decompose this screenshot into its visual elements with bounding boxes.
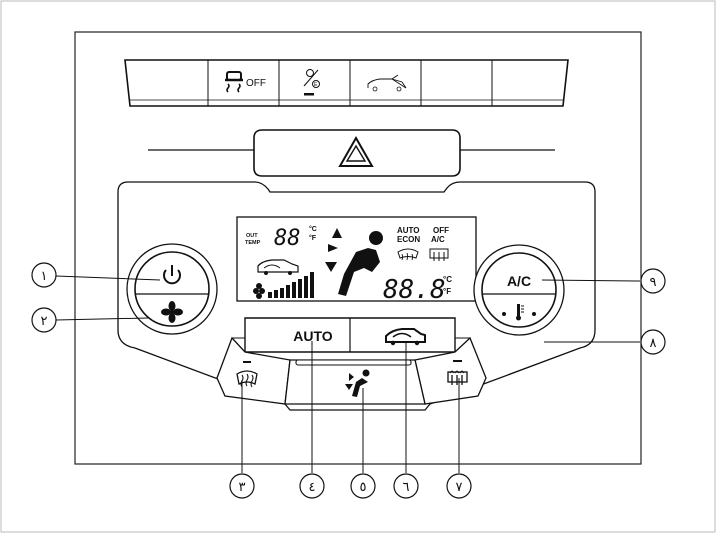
fan-icon [161, 301, 183, 323]
rear-defrost-indicator-icon [429, 248, 449, 261]
callout-9: ٩ [640, 268, 666, 294]
callout-9-number: ٩ [650, 275, 657, 290]
set-temp-digits: 88.8 [383, 275, 446, 305]
eco-mode-icon [303, 69, 320, 96]
auto-indicator: AUTO [397, 226, 420, 235]
front-defrost-indicator-icon [397, 248, 419, 261]
callout-2-number: ٢ [41, 314, 48, 329]
callout-8-number: ٨ [650, 336, 657, 351]
console-panel [74, 31, 642, 465]
trunk-open-switch[interactable] [367, 74, 407, 92]
out-label: OUT [246, 233, 258, 239]
callout-1-number: ١ [41, 269, 48, 284]
outside-celsius: °C [309, 225, 317, 233]
esc-off-switch[interactable]: OFF [225, 71, 266, 93]
recirculation-icon [385, 328, 426, 346]
callout-6: ٦ [393, 473, 419, 499]
trunk-open-icon [367, 74, 407, 89]
outside-temp-digits: 88 [274, 226, 301, 251]
fan-speed-icon [253, 283, 265, 299]
fan-level-bars [268, 272, 314, 298]
airflow-mode-button-icon [345, 369, 370, 397]
right-dial[interactable]: A/C [473, 244, 565, 336]
hazard-switch[interactable] [148, 129, 555, 177]
temp-label: TEMP [245, 240, 261, 246]
ac-off-indicator: OFF [433, 226, 449, 235]
eco-mode-switch[interactable]: E [303, 69, 320, 96]
eco-mode-label: E [314, 82, 318, 88]
callout-3: ٣ [229, 473, 255, 499]
left-dial[interactable] [126, 243, 218, 335]
recirculation-car-icon [257, 259, 299, 275]
auto-button[interactable]: AUTO [293, 328, 333, 344]
set-temp-celsius: °C [443, 275, 452, 284]
esc-off-label: OFF [246, 78, 266, 89]
top-switch-strip [124, 59, 569, 107]
fan-speed-button[interactable] [161, 301, 183, 323]
rear-defrost-icon [447, 360, 468, 385]
callout-3-number: ٣ [239, 480, 246, 495]
callout-5: ٥ [350, 473, 376, 499]
callout-1: ١ [31, 262, 57, 288]
callout-2: ٢ [31, 307, 57, 333]
thermometer-icon [502, 304, 536, 321]
lower-button-cluster [216, 317, 487, 405]
ac-indicator: A/C [431, 235, 445, 244]
airflow-mode-icon [325, 228, 383, 296]
callout-7: ٧ [446, 473, 472, 499]
callout-4-number: ٤ [309, 480, 316, 495]
callout-8: ٨ [640, 329, 666, 355]
power-button[interactable] [163, 265, 181, 285]
callout-lines [55, 275, 641, 473]
econ-indicator: ECON [397, 235, 420, 244]
temperature-button[interactable] [502, 304, 536, 321]
recirculation-button[interactable] [385, 328, 426, 346]
callout-4: ٤ [299, 473, 325, 499]
callout-5-number: ٥ [360, 480, 367, 495]
lcd-display: OUT TEMP 88 °C °F [236, 216, 477, 305]
power-icon [163, 265, 181, 285]
set-temp-fahrenheit: °F [443, 287, 451, 296]
outside-fahrenheit: °F [309, 234, 317, 242]
ac-button[interactable]: A/C [507, 273, 531, 289]
traction-car-icon [225, 71, 243, 93]
callout-7-number: ٧ [456, 480, 463, 495]
rear-defrost-button[interactable] [447, 360, 468, 385]
airflow-mode-button[interactable] [345, 369, 370, 398]
hazard-triangle-icon [338, 135, 374, 167]
callout-6-number: ٦ [403, 480, 410, 495]
